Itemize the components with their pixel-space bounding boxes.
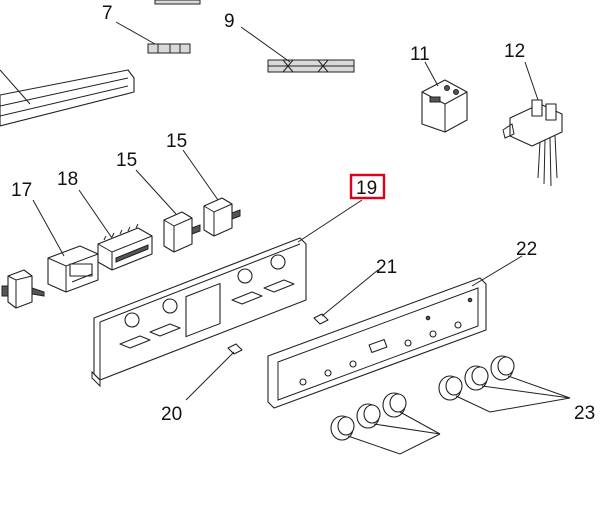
part-11-bracket[interactable] <box>421 79 468 133</box>
part-tray-left[interactable] <box>0 69 135 127</box>
part-15-control-a[interactable] <box>163 211 201 253</box>
callout-21: 21 <box>376 257 397 278</box>
callout-22: 22 <box>516 239 537 260</box>
part-15-control-b[interactable] <box>203 197 241 237</box>
knob[interactable] <box>356 403 381 429</box>
callout-19: 19 <box>356 178 377 199</box>
knob[interactable] <box>464 365 489 391</box>
knob[interactable] <box>330 415 355 441</box>
leader-20 <box>185 351 235 401</box>
callout-23: 23 <box>574 403 595 424</box>
leader-21 <box>321 269 379 317</box>
callout-15b: 15 <box>166 131 187 152</box>
part-19-control-panel[interactable] <box>91 237 307 388</box>
knob[interactable] <box>382 392 407 418</box>
callout-9: 9 <box>224 11 235 32</box>
part-18-terminal-block[interactable] <box>97 223 153 271</box>
leader-19 <box>297 199 363 243</box>
leader-15b <box>182 149 219 201</box>
part-23-knobs[interactable] <box>330 355 515 441</box>
callout-15a: 15 <box>116 150 137 171</box>
leader-11 <box>424 61 439 87</box>
callout-11: 11 <box>410 44 430 65</box>
part-7-strip[interactable] <box>147 43 191 54</box>
leader-22 <box>471 255 523 287</box>
callout-18: 18 <box>57 169 78 190</box>
part-17-timer[interactable] <box>47 245 99 293</box>
part-21-pin[interactable] <box>313 313 329 325</box>
callout-20: 20 <box>161 404 182 425</box>
leader-17 <box>32 199 65 257</box>
part-top-partial <box>154 0 201 5</box>
leader-15a <box>135 169 177 215</box>
part-12-switch[interactable] <box>502 99 563 187</box>
leader-18 <box>78 189 113 239</box>
knob[interactable] <box>490 355 515 381</box>
leader-7 <box>115 21 156 45</box>
part-left-partial[interactable] <box>1 269 45 309</box>
knob[interactable] <box>438 375 463 401</box>
callout-19-highlight <box>349 173 386 200</box>
part-20-pin[interactable] <box>227 343 243 355</box>
callout-17: 17 <box>11 180 32 201</box>
callout-12: 12 <box>504 41 525 62</box>
leader-12 <box>524 61 539 101</box>
leader-23 <box>347 375 571 455</box>
part-22-front-panel[interactable] <box>267 277 487 409</box>
part-9-strip[interactable] <box>267 59 355 73</box>
leader-9 <box>240 26 291 63</box>
callout-7: 7 <box>102 3 113 24</box>
